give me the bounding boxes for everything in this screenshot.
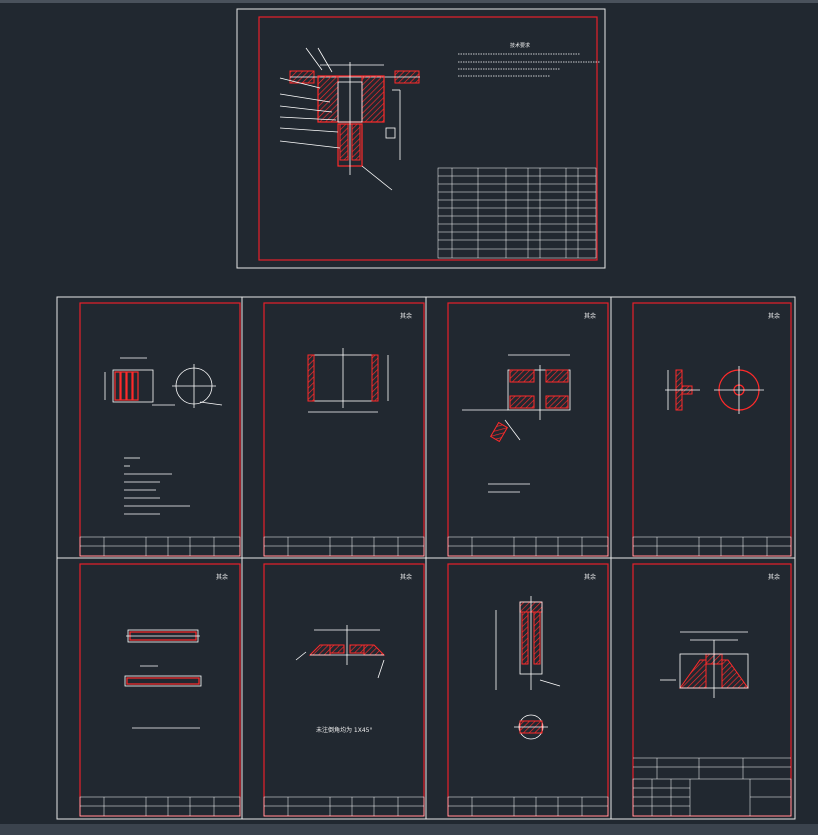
part-sheet-2[interactable]: 其余	[263, 302, 425, 557]
part7-view	[495, 596, 561, 740]
part2-title-block	[263, 536, 425, 557]
part8-title-block	[632, 757, 792, 817]
part6-caption: 未注倒角均为 1X45°	[316, 726, 372, 734]
parts-grid[interactable]	[56, 296, 796, 820]
part-sheet-8[interactable]: 其余	[632, 563, 792, 817]
technical-notes: 技术要求	[458, 42, 600, 77]
part1-view	[104, 357, 223, 408]
part-sheet-3[interactable]: 其余	[447, 302, 609, 557]
part-sheet-5[interactable]: 其余	[79, 563, 241, 817]
part6-title-block	[263, 796, 425, 817]
part3-stamp: 其余	[584, 312, 596, 320]
part7-title-block	[447, 796, 609, 817]
part4-stamp: 其余	[768, 312, 780, 320]
part-sheet-4[interactable]: 其余	[632, 302, 792, 557]
part6-view	[295, 625, 386, 679]
part8-view	[660, 631, 749, 698]
part5-view	[124, 629, 202, 729]
part2-stamp: 其余	[400, 312, 412, 320]
parts-list-table	[437, 167, 597, 259]
part8-stamp: 其余	[768, 573, 780, 581]
top-toolbar-strip	[0, 0, 818, 3]
part4-view	[665, 366, 764, 414]
part5-title-block	[79, 796, 241, 817]
part4-title-block	[632, 536, 792, 557]
part3-title-block	[447, 536, 609, 557]
part3-view	[462, 354, 571, 493]
assembly-view	[279, 47, 420, 191]
part6-stamp: 其余	[400, 573, 412, 581]
part1-title-block	[79, 536, 241, 557]
notes-title: 技术要求	[510, 42, 530, 49]
part-sheet-7[interactable]: 其余	[447, 563, 609, 817]
part5-stamp: 其余	[216, 573, 228, 581]
part-sheet-1[interactable]	[79, 302, 241, 557]
part-sheet-6[interactable]: 其余 未注倒角均为 1X45°	[263, 563, 425, 817]
part2-view	[307, 348, 389, 413]
command-line-strip[interactable]	[0, 824, 818, 835]
assembly-sheet[interactable]: 技术要求	[236, 8, 606, 269]
part7-stamp: 其余	[584, 573, 596, 581]
part1-notes	[124, 457, 190, 515]
